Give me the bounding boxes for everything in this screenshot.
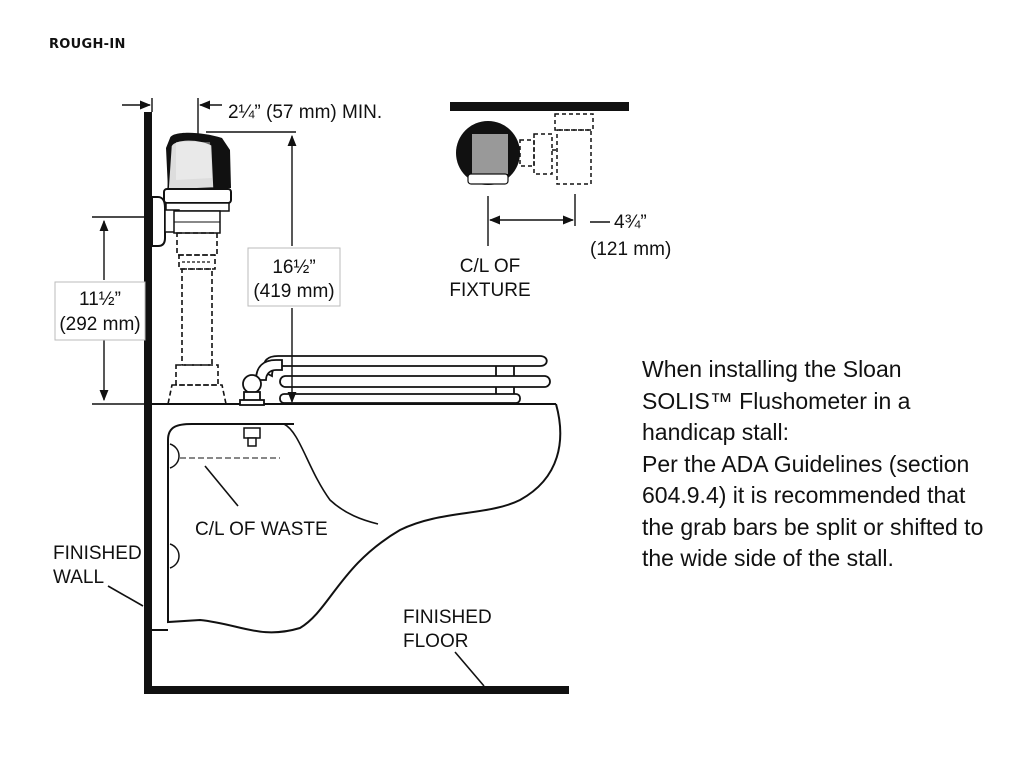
note-line: Per the ADA Guidelines (section <box>642 450 970 477</box>
finished-wall-label-1: FINISHED <box>53 543 142 564</box>
top-clearance-label: 2¼” (57 mm) MIN. <box>228 102 382 123</box>
offset-mm: (121 mm) <box>590 239 671 260</box>
note-line: the wide side of the stall. <box>642 545 894 571</box>
overall-height-dimension <box>206 131 297 404</box>
valve-height-mm: (292 mm) <box>59 314 140 335</box>
note-line: When installing the Sloan <box>642 356 902 382</box>
valve-height-dimension <box>92 216 150 405</box>
cl-waste-label: C/L OF WASTE <box>195 519 328 540</box>
cl-fixture-label-2: FIXTURE <box>449 280 530 301</box>
valve-height-in: 11½” <box>79 289 121 310</box>
top-view-supply-dashed <box>519 113 594 185</box>
offset-in: 4¾” <box>614 212 647 233</box>
finished-wall-leader <box>107 585 144 607</box>
mounting-bolt <box>243 427 261 447</box>
grab-bars <box>262 355 551 404</box>
finished-floor-label-1: FINISHED <box>403 607 492 628</box>
cl-waste-leader <box>204 465 239 507</box>
offset-dimension <box>487 194 610 246</box>
note-line: the grab bars be split or shifted to <box>642 513 984 540</box>
overall-height-in: 16½” <box>272 257 315 278</box>
cl-fixture-label-1: C/L OF <box>460 256 521 277</box>
finished-floor-line <box>144 686 569 694</box>
toilet-bowl-outline <box>167 403 562 634</box>
spud-connector <box>239 359 283 406</box>
ada-installation-note: When installing the Sloan SOLIS™ Flushom… <box>642 354 1002 575</box>
finished-floor-leader <box>454 651 485 687</box>
finished-floor-label-2: FLOOR <box>403 631 468 652</box>
flushometer-valve <box>151 132 232 247</box>
section-heading: ROUGH-IN <box>49 37 126 52</box>
note-line: handicap stall: <box>642 419 790 445</box>
flush-tube-dashed <box>167 232 227 405</box>
top-view-valve <box>456 121 520 185</box>
top-view-wall <box>450 102 629 111</box>
note-line: SOLIS™ Flushometer in a <box>642 387 911 414</box>
finished-wall-label-2: WALL <box>53 567 104 588</box>
top-clearance-dimension <box>122 98 222 134</box>
note-line: 604.9.4) it is recommended that <box>642 482 966 508</box>
overall-height-mm: (419 mm) <box>253 281 334 302</box>
finished-wall-line <box>144 112 152 694</box>
